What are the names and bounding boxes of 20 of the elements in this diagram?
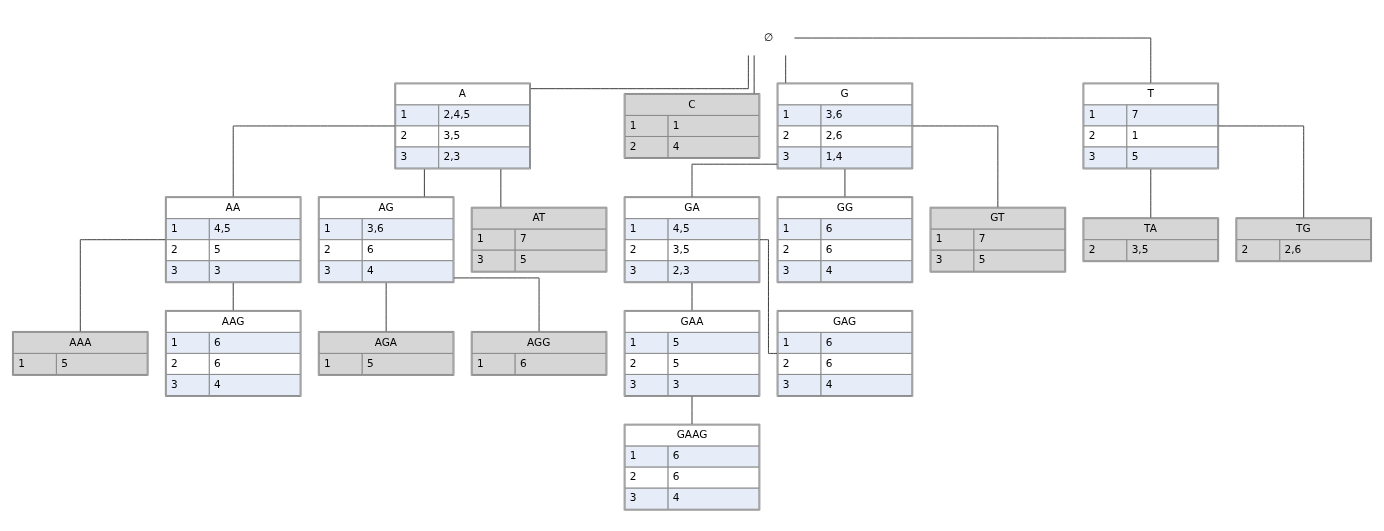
connector <box>844 168 846 197</box>
connector <box>453 277 540 332</box>
connector <box>530 55 749 90</box>
connector <box>785 54 787 84</box>
connector <box>912 125 999 208</box>
connector <box>232 282 234 311</box>
connector <box>793 37 1152 84</box>
connector <box>1218 125 1305 218</box>
connector <box>691 396 693 425</box>
connector <box>500 168 502 208</box>
connector <box>79 239 166 332</box>
connector <box>232 125 396 197</box>
connector <box>691 282 693 311</box>
connector <box>1150 168 1152 218</box>
connector <box>759 239 778 354</box>
connector <box>423 168 425 197</box>
node-text: ∅ <box>763 30 774 43</box>
connector <box>385 282 387 332</box>
connector <box>753 54 755 94</box>
connector <box>691 163 778 198</box>
